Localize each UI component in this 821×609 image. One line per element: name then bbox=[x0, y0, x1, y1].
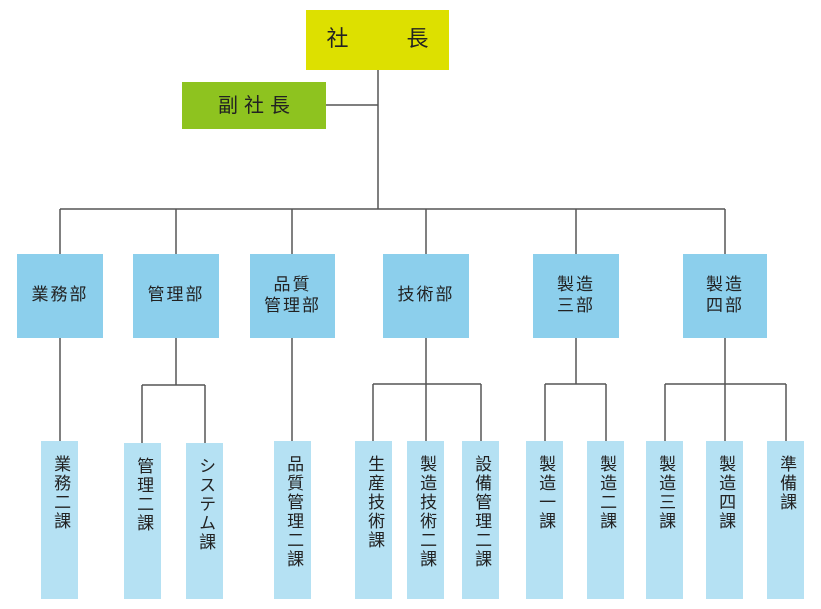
dept-hinshitsu-kanri: 品質 管理部 bbox=[250, 254, 335, 338]
section-hinshitsu-kanri-2: 品質管理二課 bbox=[274, 441, 311, 599]
section-label: 製造技術二課 bbox=[416, 455, 437, 569]
section-label: 業務二課 bbox=[50, 455, 71, 531]
section-label: 設備管理二課 bbox=[471, 455, 492, 569]
section-gyomu-2: 業務二課 bbox=[41, 441, 78, 599]
section-label: 品質管理二課 bbox=[283, 455, 304, 569]
section-label: 生産技術課 bbox=[364, 455, 385, 550]
dept-kanri: 管理部 bbox=[133, 254, 219, 338]
section-junbi: 準備課 bbox=[767, 441, 804, 599]
dept-label: 管理部 bbox=[147, 285, 205, 306]
section-seizo-3: 製造三課 bbox=[646, 441, 683, 599]
dept-label: 業務部 bbox=[31, 285, 89, 306]
section-setsubi-kanri-2: 設備管理二課 bbox=[462, 441, 499, 599]
section-seisan-gijutsu: 生産技術課 bbox=[355, 441, 392, 599]
vice-president-label: 副社長 bbox=[218, 93, 296, 117]
section-kanri-2: 管理二課 bbox=[124, 443, 161, 599]
dept-seizo-4: 製造 四部 bbox=[683, 254, 767, 338]
section-label: 準備課 bbox=[776, 455, 797, 512]
section-seizo-gijutsu-2: 製造技術二課 bbox=[407, 441, 444, 599]
dept-gijutsu: 技術部 bbox=[383, 254, 469, 338]
section-label: 製造四課 bbox=[715, 455, 736, 531]
section-seizo-1: 製造一課 bbox=[526, 441, 563, 599]
vice-president-box: 副社長 bbox=[182, 82, 326, 129]
dept-gyomu: 業務部 bbox=[17, 254, 103, 338]
section-label: 製造三課 bbox=[655, 455, 676, 531]
section-seizo-2: 製造二課 bbox=[587, 441, 624, 599]
dept-label: 製造 三部 bbox=[557, 274, 595, 316]
section-label: 管理二課 bbox=[133, 457, 154, 533]
president-box: 社 長 bbox=[306, 10, 449, 70]
dept-seizo-3: 製造 三部 bbox=[533, 254, 619, 338]
dept-label: 品質 管理部 bbox=[264, 274, 321, 316]
section-label: 製造二課 bbox=[596, 455, 617, 531]
section-label: システム課 bbox=[195, 457, 216, 552]
section-system: システム課 bbox=[186, 443, 223, 599]
dept-label: 技術部 bbox=[397, 285, 455, 306]
president-label: 社 長 bbox=[326, 27, 447, 53]
section-label: 製造一課 bbox=[535, 455, 556, 531]
dept-label: 製造 四部 bbox=[706, 274, 744, 316]
section-seizo-4: 製造四課 bbox=[706, 441, 743, 599]
